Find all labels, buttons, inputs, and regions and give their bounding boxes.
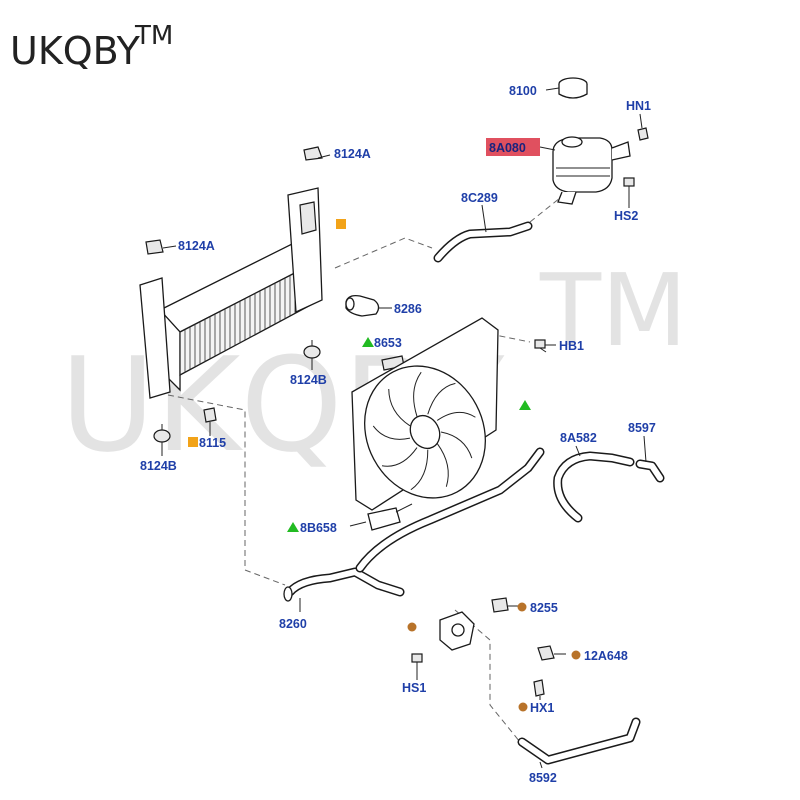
hose-8592 [517,717,641,765]
leader-lines [161,87,647,769]
label-8597: 8597 [628,421,656,435]
label-8286: 8286 [394,302,422,316]
label-8124a-left: 8124A [178,239,215,253]
fan-blade [440,431,473,459]
label-8255: 8255 [530,601,558,615]
label-hs1: HS1 [402,681,426,695]
label-8124b-low: 8124B [140,459,177,473]
hose-8260 [283,567,405,602]
label-8124b-mid: 8124B [290,373,327,387]
radiator [139,187,323,399]
marker-brown-hx1 [518,702,528,712]
clip-8255 [491,597,509,613]
marker-green-shroud [519,400,531,410]
label-hx1: HX1 [530,701,554,715]
sensor-12a648 [537,645,555,661]
marker-brown-12a648 [571,650,581,660]
label-hs2: HS2 [614,209,638,223]
nut-hn1 [637,127,649,141]
fan-blade [410,449,429,491]
label-8260: 8260 [279,617,307,631]
label-8a080: 8A080 [489,141,526,155]
fan-blade [372,425,411,440]
label-8653: 8653 [374,336,402,350]
label-8592: 8592 [529,771,557,785]
label-8b658: 8B658 [300,521,337,535]
fan-blade [436,411,476,421]
markers [188,219,581,712]
expansion-tank [552,136,631,205]
resistor-8b658 [367,503,413,531]
clip-8115 [203,407,217,423]
fan-blades [372,371,476,491]
thermostat-housing [439,611,475,651]
fan-blade [427,382,456,415]
fan-blade [381,447,418,467]
fitting-hx1 [533,679,545,697]
hose-8c289 [433,221,533,263]
marker-brown-thermostat [407,622,417,632]
label-8100: 8100 [509,84,537,98]
fan-shroud [351,317,499,511]
fan-blade [388,388,411,427]
label-12a648: 12A648 [584,649,628,663]
marker-orange-radiator [336,219,346,229]
label-hn1: HN1 [626,99,651,113]
hose-8a582 [553,451,635,523]
brand-mark: TM [134,21,173,51]
bolt-hs2 [623,177,635,200]
marker-orange-8115 [188,437,198,447]
label-8c289: 8C289 [461,191,498,205]
marker-green-8653 [362,337,374,347]
hose-8597 [635,459,665,483]
highlight-8a080 [486,138,540,156]
marker-brown-8255 [517,602,527,612]
bolt-hs1 [411,653,423,674]
label-8a582: 8A582 [560,431,597,445]
hose-upper-long [355,447,545,573]
label-8124a-top: 8124A [334,147,371,161]
marker-green-8b658 [287,522,299,532]
watermark-mark: TM [539,252,687,369]
label-8115: 8115 [199,436,226,450]
mount-8124a-top [303,146,323,161]
brand-name: UKQBY [10,29,141,73]
fan-blade [413,371,422,417]
label-hb1: HB1 [559,339,584,353]
part-labels: 8100 HN1 8A080 HS2 8C289 8124A 8124A 828… [140,84,656,785]
mount-8124a-left [145,239,164,255]
fan-blade [436,443,449,487]
hose-8286 [345,294,380,317]
bolt-hb1 [534,339,547,353]
tank-cap [558,77,588,99]
